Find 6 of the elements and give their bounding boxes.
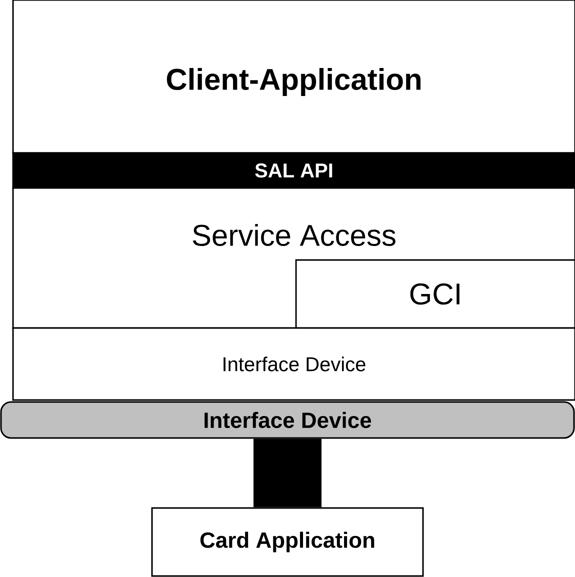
component-box: GCI	[295, 259, 575, 329]
application-box: Card Application	[151, 507, 424, 577]
interface-band: Interface Device	[0, 401, 575, 439]
api-bar: SAL API	[12, 152, 575, 189]
connector-bar	[254, 438, 322, 508]
layer-box: Client-Application	[12, 0, 575, 154]
